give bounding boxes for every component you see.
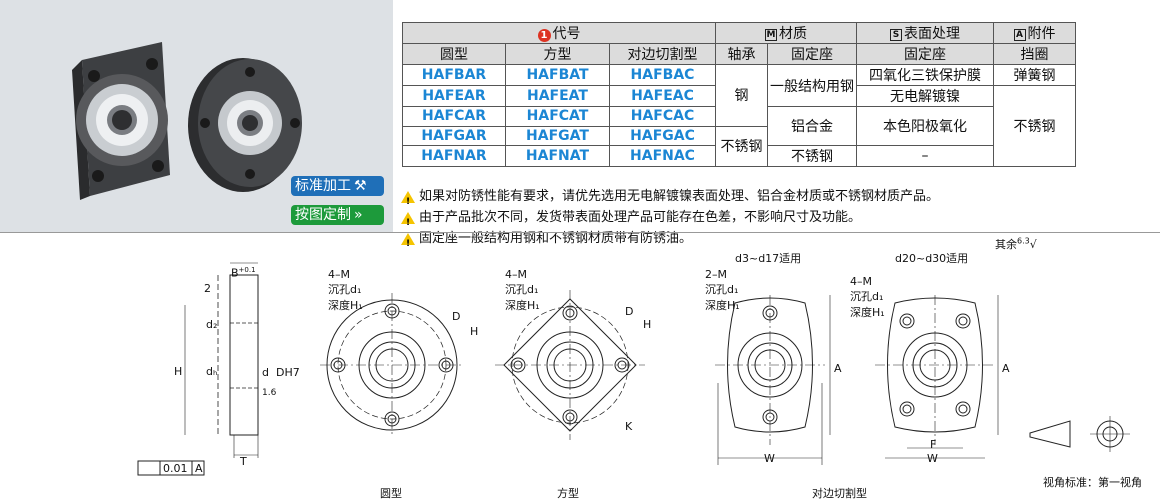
code-link[interactable]: HAFEAC (609, 85, 716, 107)
range-small-label: d3~d17适用 (735, 252, 802, 265)
code-link[interactable]: HAFGAC (609, 125, 716, 146)
notes: 如果对防锈性能有要求，请优先选用无电解镀镍表面处理、铝合金材质或不锈钢材质产品。… (401, 186, 939, 255)
square-view (495, 290, 645, 440)
dim-dh7: DH7 (276, 366, 300, 379)
warning-icon (401, 190, 415, 213)
col-round: 圆型 (402, 43, 506, 65)
bearing-steel: 钢 (715, 64, 768, 127)
product-photo (72, 42, 302, 200)
col-surface-seat: 固定座 (856, 43, 994, 65)
note-item: 固定座一般结构用钢和不锈钢材质带有防锈油。 (401, 228, 939, 255)
label-round: 圆型 (380, 487, 402, 500)
divider (0, 232, 1160, 233)
seat-stainless: 不锈钢 (767, 145, 857, 167)
note-item: 由于产品批次不同，发货带表面处理产品可能存在色差，不影响尺寸及功能。 (401, 207, 939, 234)
view-standard: 视角标准：第一视角 (1043, 476, 1142, 489)
code-link[interactable]: HAFCAR (402, 106, 506, 127)
dim-a-large: A (1002, 362, 1010, 375)
dim-f: F (930, 438, 937, 451)
col-ring: 挡圈 (993, 43, 1076, 65)
code-link[interactable]: HAFNAT (505, 145, 610, 167)
bearing-stainless: 不锈钢 (715, 125, 768, 167)
number-1-icon: 1 (537, 29, 551, 42)
code-link[interactable]: HAFEAT (505, 85, 610, 107)
warning-icon (401, 232, 415, 255)
round-view (320, 293, 464, 437)
code-link[interactable]: HAFBAT (505, 64, 610, 86)
dim-d-round: D (452, 310, 461, 323)
surface-none: – (856, 145, 994, 167)
tolerance-frame (137, 460, 205, 476)
label-square: 方型 (557, 487, 579, 500)
datum-label: A (195, 462, 203, 475)
code-link[interactable]: HAFBAC (609, 64, 716, 86)
code-link[interactable]: HAFCAC (609, 106, 716, 127)
code-link[interactable]: HAFCAT (505, 106, 610, 127)
dim-a-small: A (834, 362, 842, 375)
code-link[interactable]: HAFEAR (402, 85, 506, 107)
product-photo-panel (0, 0, 393, 232)
surface-black-oxide: 四氧化三铁保护膜 (856, 64, 994, 86)
technical-drawing (137, 262, 1130, 476)
cut-view-small (715, 295, 831, 465)
dim-b: B+0.1 (231, 266, 256, 280)
standard-processing-label: 标准加工 (295, 178, 351, 194)
ring-spring-steel: 弹簧钢 (993, 64, 1076, 86)
col-bearing: 轴承 (715, 43, 768, 65)
roughness-note: 其余6.3√ (995, 236, 1037, 251)
dim-dh: dₕ (206, 365, 218, 378)
dim-h-square: H (643, 318, 652, 331)
warning-icon (401, 211, 415, 234)
custom-drawing-button[interactable]: 按图定制 » (291, 205, 384, 225)
seat-aluminum: 铝合金 (767, 106, 857, 146)
projection-symbol (1029, 416, 1130, 452)
col-square: 方型 (505, 43, 610, 65)
standard-processing-button[interactable]: 标准加工 ⚒ (291, 176, 384, 196)
code-link[interactable]: HAFNAC (609, 145, 716, 167)
side-view-body (229, 274, 259, 436)
range-large-label: d20~d30适用 (895, 252, 969, 265)
dim-h-round: H (470, 325, 479, 338)
surface-electroless-nickel: 无电解镀镍 (856, 85, 994, 107)
dim-d: d (262, 366, 269, 379)
code-link[interactable]: HAFGAT (505, 125, 610, 146)
surface-clear-anodize: 本色阳极氧化 (856, 106, 994, 146)
col-cut: 对边切割型 (609, 43, 716, 65)
code-link[interactable]: HAFGAR (402, 125, 506, 146)
dim-h: H (174, 365, 183, 378)
seat-structural-steel: 一般结构用钢 (767, 64, 857, 107)
code-link[interactable]: HAFBAR (402, 64, 506, 86)
note-item: 如果对防锈性能有要求，请优先选用无电解镀镍表面处理、铝合金材质或不锈钢材质产品。 (401, 186, 939, 213)
cut-view-large (875, 295, 999, 459)
dim-d-square: D (625, 305, 634, 318)
ring-stainless: 不锈钢 (993, 85, 1076, 167)
chevron-right-icon: » (354, 207, 363, 223)
dim-w-small: W (764, 452, 775, 465)
dim-k: K (625, 420, 633, 433)
dim-t: T (240, 455, 247, 468)
code-link[interactable]: HAFNAR (402, 145, 506, 167)
roughness-16: 1.6 (262, 388, 277, 398)
dim-d2: d₂ (206, 318, 218, 331)
dim-w-large: W (927, 452, 938, 465)
col-seat: 固定座 (767, 43, 857, 65)
label-cut: 对边切割型 (812, 487, 867, 500)
wrench-icon: ⚒ (354, 178, 367, 194)
custom-drawing-label: 按图定制 (295, 207, 351, 223)
tolerance-value: 0.01 (163, 462, 188, 475)
dim-2: 2 (204, 282, 211, 295)
